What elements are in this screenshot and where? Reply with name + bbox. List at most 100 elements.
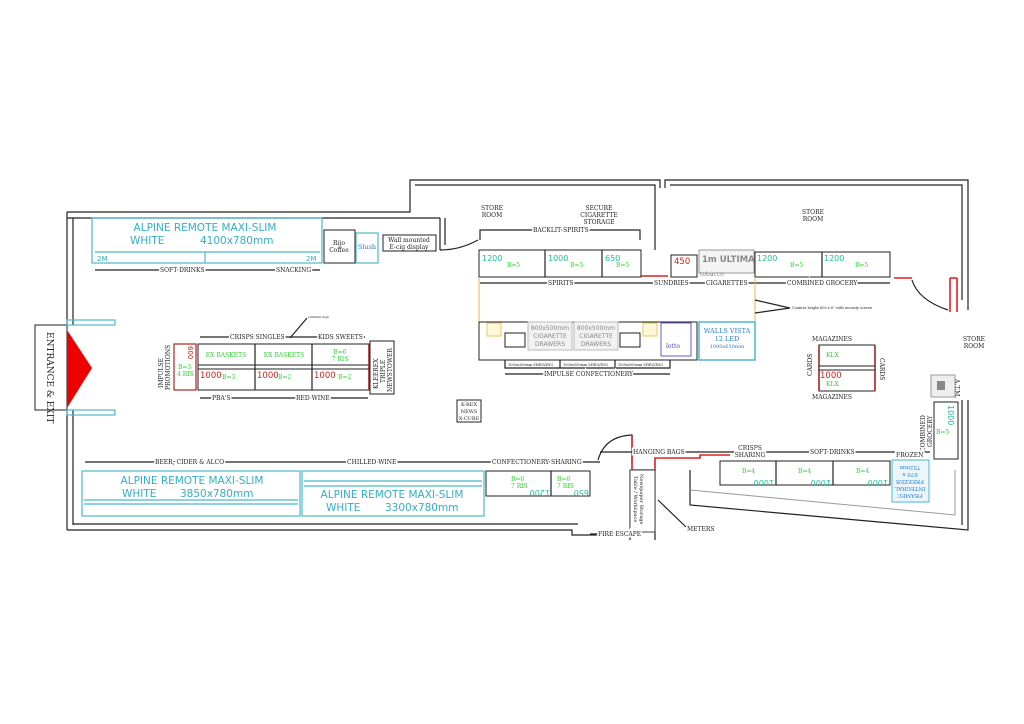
drawers-label-2: DRAWERS [581, 341, 611, 348]
walls-label-2: 12 LED [715, 335, 740, 343]
drawers-label: CIGARETTE [579, 333, 613, 340]
snacking-label: SNACKING [276, 267, 311, 274]
gondola-central[interactable]: 600 B=3 4 RIS EX BASKETS EX BASKETS B=6 … [173, 343, 370, 391]
store-room-3-label-2: ROOM [964, 343, 985, 350]
bay-width: 1200 [824, 254, 844, 263]
fridge-top[interactable]: ALPINE REMOTE MAXI-SLIM WHITE 4100x780mm… [91, 217, 323, 264]
drawers-size: 800x500mm [577, 325, 615, 332]
bay-risers: 7 RIS [511, 483, 528, 490]
fridge-top-left-length: 2M [97, 255, 108, 263]
framec-freezer[interactable]: FRAMEC INTEGRAL FREEZER 670 x 752mm [891, 459, 930, 503]
rijo-coffee[interactable]: Rijo Coffee [323, 229, 356, 264]
shelving-label: 1000x300mm SHELVING [618, 363, 663, 367]
atm-label: A.T.M. [953, 378, 960, 398]
spirits-label: SPIRITS [548, 280, 574, 287]
bay-shelves: B=4 [742, 468, 755, 475]
atm[interactable]: A.T.M. [930, 374, 960, 398]
drawers-label-2: DRAWERS [535, 341, 565, 348]
cigarettes-label: CIGARETTES [706, 280, 748, 287]
impulse-confectionery-label: IMPULSE CONFECTIONERY [544, 371, 634, 378]
walls-vista-freezer[interactable]: WALLS VISTA 12 LED 1000x650mm [698, 321, 756, 361]
freezer-label-5: 752mm [899, 464, 921, 470]
newspaper-storage-table[interactable]: Newspaper Storage Table / Workspace [629, 469, 656, 533]
freezer-label: FRAMEC [897, 492, 923, 498]
klx-label: KLX [826, 352, 839, 359]
fridge-bottom-left[interactable]: ALPINE REMOTE MAXI-SLIM WHITE 3850x780mm [81, 470, 301, 517]
backlit-spirits-label: BACKLIT SPIRITS [533, 227, 589, 234]
bay-width: 1000 [257, 371, 279, 381]
crisps-sharing-label: CRISPS [738, 445, 762, 452]
confectionery-sharing-shelving[interactable]: B=6 7 RIS 1200 B=6 7 RIS 650 [485, 470, 591, 497]
krex-news-xcube[interactable]: K-REX NEWS X-CUBE [456, 399, 482, 423]
ecig-display[interactable]: Wall mounted E-cig display [382, 234, 437, 252]
kleerex-label: KLEEREX [373, 358, 380, 389]
ecig-label-1: Wall mounted [388, 237, 430, 244]
lotto-terminal[interactable] [660, 322, 692, 357]
freezer-label-4: 670 x [901, 471, 917, 477]
fridge-model: ALPINE REMOTE MAXI-SLIM [121, 475, 264, 487]
bay-width: 1200 [757, 254, 777, 263]
krex-label-2: NEWS [461, 409, 478, 415]
bay-risers: 7 RIS [332, 356, 349, 363]
secure-label-2: CIGARETTE [580, 212, 617, 219]
kleerex-newstower[interactable]: KLEEREX TRIPLE NEWSTOWER [369, 340, 395, 395]
fridge-top-right-length: 2M [306, 255, 317, 263]
fridge-size: 3850x780mm [180, 488, 253, 500]
ex-baskets-label: EX BASKETS [264, 352, 304, 359]
entrance-label: ENTRANCE & EXIT [44, 332, 54, 423]
meters-label: METERS [687, 526, 715, 533]
height-note: 1400mm high [308, 315, 329, 319]
fridge-color: WHITE [122, 488, 156, 500]
spirits-shelving[interactable]: 1200 B=5 1000 B=5 650 B=5 [478, 249, 642, 278]
fridge-size: 3300x780mm [385, 502, 458, 514]
crisps-soft-drinks-shelving[interactable]: B=4 1000 B=4 1000 B=4 1000 [719, 460, 891, 487]
counter[interactable]: 800x500mm CIGARETTE DRAWERS 800x500mm CI… [478, 321, 698, 361]
slush-label: Slush [358, 243, 376, 251]
grocery-label: GROCERY [927, 414, 934, 447]
ultima-tobacco-unit[interactable]: 1m ULTIMA tobacco [698, 249, 755, 278]
newspaper-label: Newspaper Storage [638, 474, 644, 525]
bay-shelves: B=5 [790, 262, 803, 269]
combined-grocery-bay[interactable]: 1000 B=5 [933, 401, 959, 460]
bay-risers: 7 RIS [557, 483, 574, 490]
bay-width: 650 [574, 488, 589, 497]
rijo-label: Rijo [333, 240, 345, 247]
shelving-label: 1000x300mm SHELVING [508, 363, 553, 367]
hanging-bags-label: HANGING BAGS [633, 449, 685, 456]
red-wine-label: RED WINE [296, 395, 330, 402]
bay-shelves: B=5 [936, 429, 949, 436]
chilled-wine-label: CHILLED WINE [347, 459, 396, 466]
crisps-singles-label: CRISPS SINGLES [230, 334, 285, 341]
magazine-gondola[interactable]: KLX 1000 KLX [818, 344, 876, 392]
cards-label: CARDS [807, 354, 814, 376]
bay-shelves: B=3 [222, 374, 235, 381]
krex-label: K-REX [461, 402, 477, 408]
walls-label: WALLS VISTA [704, 327, 751, 335]
combined-grocery-label: COMBINED GROCERY [787, 280, 858, 287]
bay-shelves: B=5 [855, 262, 868, 269]
fridge-top-model: ALPINE REMOTE MAXI-SLIM [134, 222, 277, 234]
confectionery-sharing-label: CONFECTIONERY SHARING [492, 459, 582, 466]
kleerex-label-3: NEWSTOWER [387, 348, 394, 392]
fridge-bottom-mid[interactable]: ALPINE REMOTE MAXI-SLIM WHITE 3300x780mm [301, 470, 485, 517]
drawers-label: CIGARETTE [533, 333, 567, 340]
combined-grocery-shelving[interactable]: 1200 B=5 1200 B=5 [754, 251, 891, 278]
store-room-2-label: STORE [802, 209, 824, 216]
crisps-sharing-label-2: SHARING [735, 452, 766, 459]
ecig-label-2: E-cig display [389, 244, 429, 251]
slush-machine[interactable]: Slush [355, 232, 379, 264]
bay-risers: 4 RIS [177, 371, 194, 378]
counter-note: Counter height 600 x 6" with security sc… [792, 306, 873, 310]
bay-width: 1200 [530, 488, 550, 497]
bay-width: 1200 [482, 254, 502, 263]
sundries-shelf[interactable]: 450 [670, 254, 698, 278]
fire-escape-label: FIRE ESCAPE [598, 531, 641, 538]
drawers-size: 800x500mm [531, 325, 569, 332]
newspaper-label-2: Table / Workspace [632, 476, 638, 522]
fridge-model: ALPINE REMOTE MAXI-SLIM [321, 489, 464, 501]
bay-shelves: B=4 [856, 468, 869, 475]
till-icon [619, 332, 641, 348]
klx-label: KLX [826, 381, 839, 388]
entrance-exit[interactable]: ENTRANCE & EXIT [34, 324, 92, 423]
